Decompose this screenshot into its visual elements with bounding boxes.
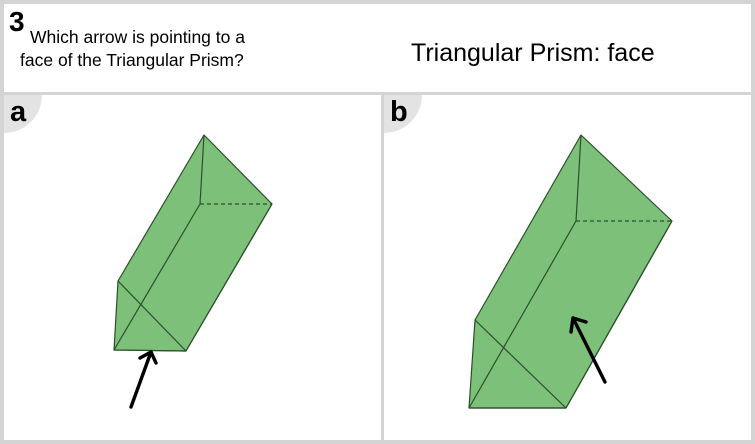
question-line-1: Which arrow is pointing to a — [30, 27, 245, 47]
option-letter-a: a — [10, 96, 27, 128]
answer-option-a[interactable]: a — [4, 95, 381, 440]
arrow-icon — [569, 316, 607, 384]
prism-figure-a — [113, 134, 273, 409]
option-letter-b: b — [390, 96, 408, 128]
option-badge-a: a — [4, 95, 42, 133]
question-number: 3 — [9, 6, 25, 37]
topic-label: Triangular Prism: face — [411, 39, 655, 67]
question-line-2: face of the Triangular Prism? — [20, 50, 244, 70]
question-text: Which arrow is pointing to a face of the… — [20, 26, 350, 72]
answer-option-b[interactable]: b — [384, 95, 751, 440]
arrow-icon — [129, 350, 158, 409]
panel-divider — [381, 95, 384, 440]
prism-figure-b — [468, 134, 673, 409]
question-header: 3 Which arrow is pointing to a face of t… — [4, 4, 751, 95]
